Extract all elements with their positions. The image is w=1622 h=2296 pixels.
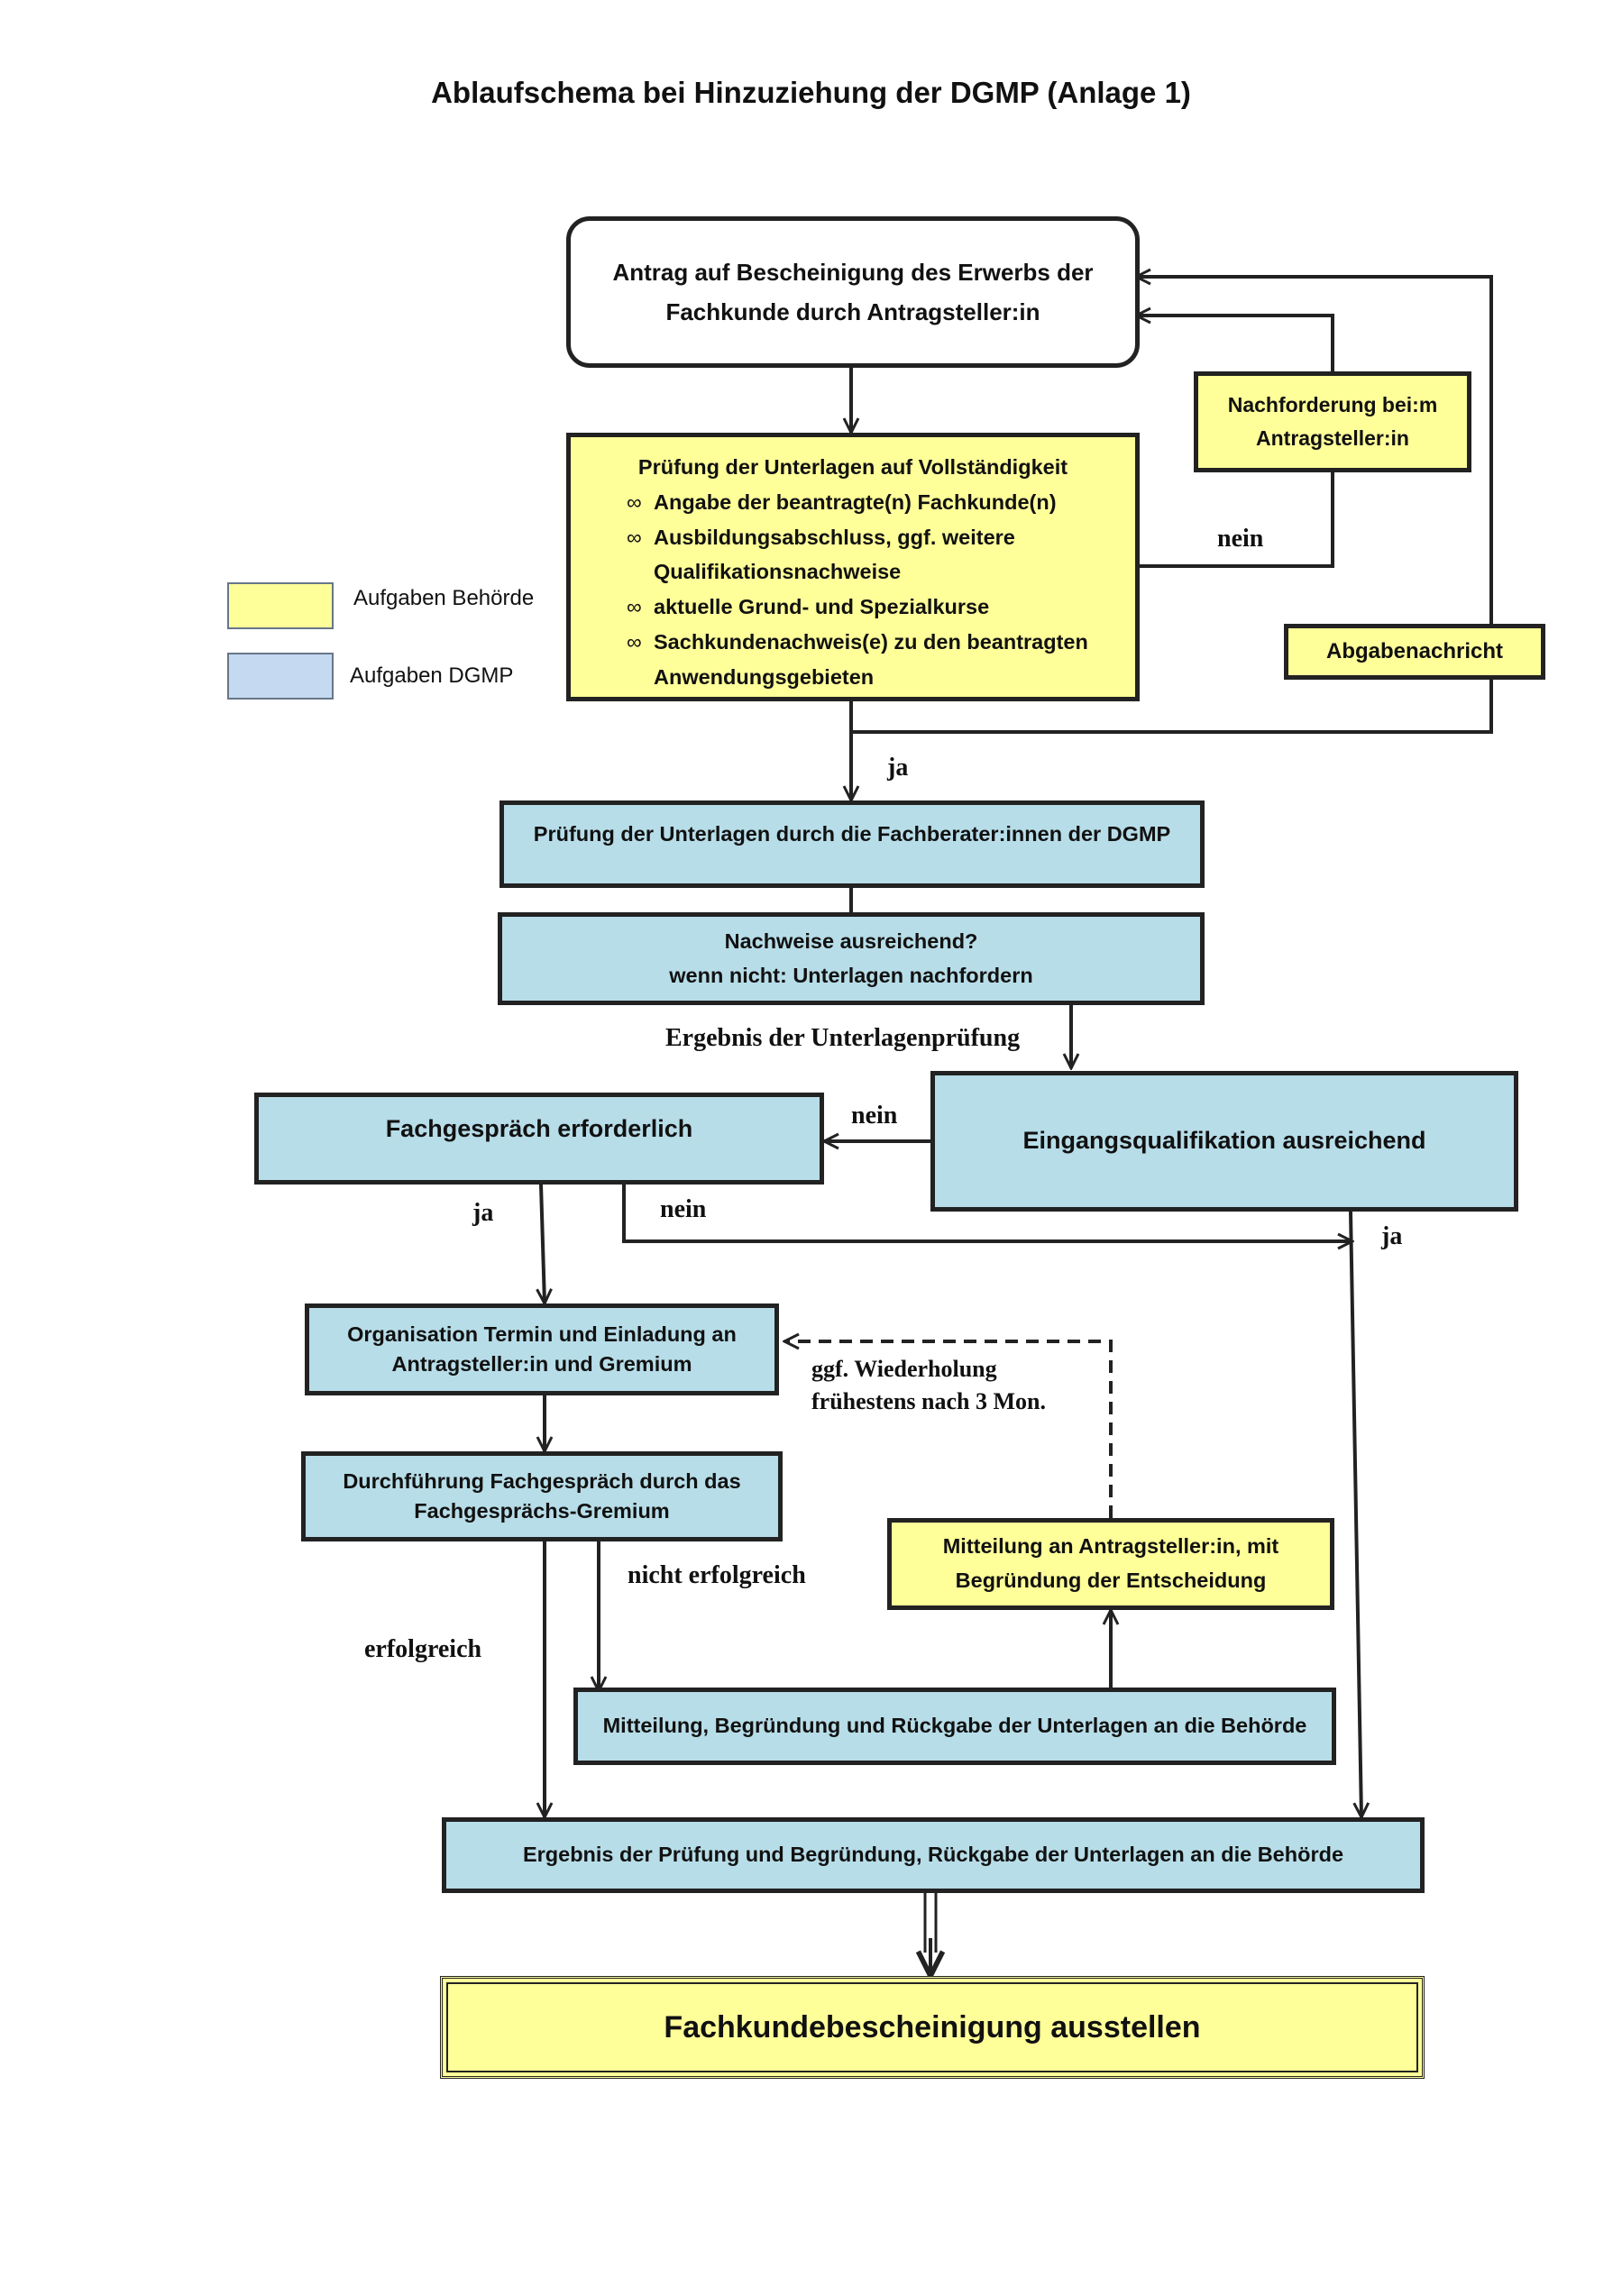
label-ja-dgmp: ja <box>887 754 909 782</box>
node-organisation: Organisation Termin und Einladung an Ant… <box>305 1304 779 1395</box>
node-nachweise: Nachweise ausreichend? wenn nicht: Unter… <box>498 912 1205 1005</box>
node-organisation-line2: Antragsteller:in und Gremium <box>391 1352 692 1376</box>
legend-label-dgmp: Aufgaben DGMP <box>350 663 514 688</box>
node-pruefung-head: Prüfung der Unterlagen auf Vollständigke… <box>637 455 1068 479</box>
arrow-eingang-ergebnis <box>1349 1211 1361 1817</box>
node-pruefung-vollstaendigkeit: Prüfung der Unterlagen auf Vollständigke… <box>566 433 1140 701</box>
legend-swatch-dgmp <box>227 653 334 700</box>
node-durchfuehrung-line1: Durchführung Fachgespräch durch das <box>343 1469 741 1494</box>
arrow-fachgespraech-nein <box>622 1185 1352 1241</box>
node-mitteilung-antragsteller-line1: Mitteilung an Antragsteller:in, mit <box>942 1534 1279 1559</box>
node-nachweise-line2: wenn nicht: Unterlagen nachfordern <box>669 963 1033 987</box>
node-mitteilung-behoerde: Mitteilung, Begründung und Rückgabe der … <box>573 1688 1336 1765</box>
node-durchfuehrung: Durchführung Fachgespräch durch das Fach… <box>301 1451 783 1541</box>
node-eingangsqualifikation: Eingangsqualifikation ausreichend <box>930 1071 1518 1212</box>
node-abgabenachricht: Abgabenachricht <box>1284 624 1545 680</box>
node-durchfuehrung-line2: Fachgesprächs-Gremium <box>414 1499 670 1523</box>
node-organisation-line1: Organisation Termin und Einladung an <box>347 1322 737 1347</box>
line-pruefung-abgabe <box>851 680 1493 734</box>
list-item: Angabe der beantragte(n) Fachkunde(n) <box>627 485 1117 520</box>
label-wiederholung-line1: ggf. Wiederholung <box>811 1356 997 1382</box>
list-item: Ausbildungsabschluss, ggf. weitere Quali… <box>627 520 1117 590</box>
node-nachweise-line1: Nachweise ausreichend? <box>724 928 978 953</box>
arrow-nachforderung-antrag <box>1136 316 1334 371</box>
node-nachforderung-line1: Nachforderung bei:m <box>1227 393 1438 417</box>
list-item: aktuelle Grund- und Spezialkurse <box>627 590 1117 625</box>
label-ja-eingang: ja <box>1381 1222 1403 1250</box>
legend-label-behoerde: Aufgaben Behörde <box>353 586 535 610</box>
node-pruefung-list: Angabe der beantragte(n) Fachkunde(n) Au… <box>627 485 1117 695</box>
label-nein-nachforderung: nein <box>1217 525 1264 553</box>
node-antrag: Antrag auf Bescheinigung des Erwerbs der… <box>566 216 1140 368</box>
line-nein-nachforderung <box>1136 472 1334 568</box>
arrow-wiederholung <box>784 1341 1113 1518</box>
label-nein-fachgespraech: nein <box>660 1195 707 1223</box>
page-title: Ablaufschema bei Hinzuziehung der DGMP (… <box>431 76 1191 109</box>
node-fachgespraech: Fachgespräch erforderlich <box>254 1093 824 1185</box>
label-nicht-erfolgreich: nicht erfolgreich <box>628 1561 806 1589</box>
list-item: Sachkundenachweis(e) zu den beantragten … <box>627 625 1117 695</box>
arrow-fachgespraech-organisation <box>541 1184 545 1304</box>
node-mitteilung-antragsteller: Mitteilung an Antragsteller:in, mit Begr… <box>887 1518 1334 1610</box>
label-erfolgreich: erfolgreich <box>364 1635 482 1663</box>
label-ja-fachgespraech: ja <box>472 1199 494 1227</box>
arrow-abgabe-antrag <box>1136 277 1493 624</box>
node-antrag-line2: Fachkunde durch Antragsteller:in <box>665 298 1040 325</box>
legend-swatch-behoerde <box>227 582 334 629</box>
node-nachforderung: Nachforderung bei:m Antragsteller:in <box>1194 371 1471 472</box>
node-pruefung-dgmp: Prüfung der Unterlagen durch die Fachber… <box>499 800 1205 888</box>
label-ergebnis-unterlagenpruefung: Ergebnis der Unterlagenprüfung <box>665 1024 1021 1052</box>
node-antrag-line1: Antrag auf Bescheinigung des Erwerbs der <box>612 258 1094 286</box>
node-nachforderung-line2: Antragsteller:in <box>1256 426 1409 450</box>
node-mitteilung-antragsteller-line2: Begründung der Entscheidung <box>955 1569 1267 1592</box>
node-ergebnis: Ergebnis der Prüfung und Begründung, Rüc… <box>442 1817 1425 1893</box>
node-bescheinigung: Fachkundebescheinigung ausstellen <box>440 1976 1425 2079</box>
label-wiederholung-line2: frühestens nach 3 Mon. <box>811 1388 1047 1414</box>
label-nein-eingang: nein <box>851 1102 898 1130</box>
